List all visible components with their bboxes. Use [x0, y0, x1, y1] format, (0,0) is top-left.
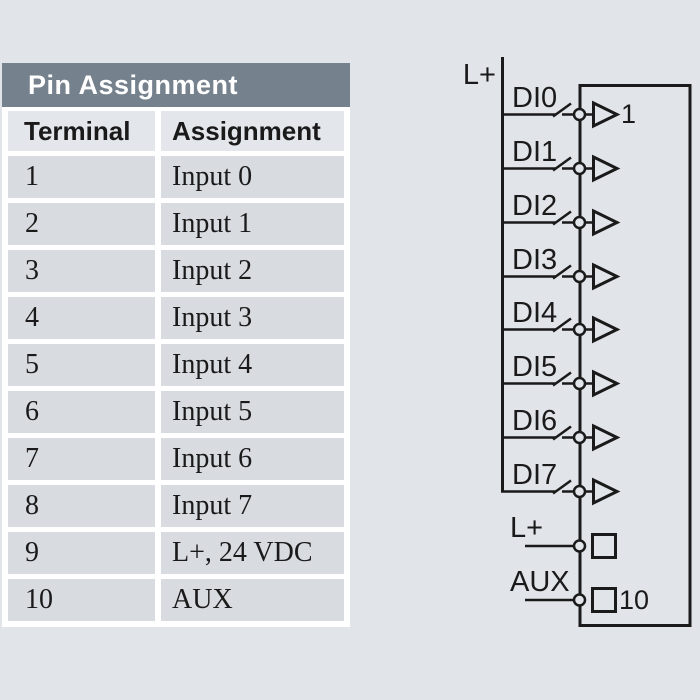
buffer-triangle-icon: [592, 477, 621, 506]
column-header-assignment: Assignment: [161, 111, 344, 151]
table-cell-terminal: 1: [8, 156, 155, 198]
table-cell-assignment: Input 6: [161, 438, 344, 480]
column-header-terminal: Terminal: [8, 111, 155, 151]
switch-blade-icon: [552, 156, 572, 172]
channel-label-di2: DI2: [512, 190, 558, 222]
square-terminal-icon: [591, 587, 617, 613]
table-cell-assignment: Input 3: [161, 297, 344, 339]
terminal-circle: [572, 539, 587, 553]
switch-blade-icon: [552, 479, 572, 495]
table-cell-assignment: Input 2: [161, 250, 344, 292]
table-cell-assignment: Input 0: [161, 156, 344, 198]
switch-blade-icon: [552, 210, 572, 226]
terminal-circle: [572, 484, 587, 499]
channel-row-di1: [501, 154, 621, 183]
buffer-triangle-icon: [592, 154, 621, 183]
channel-row-di6: [501, 423, 621, 452]
module-box: [578, 84, 692, 627]
buffer-triangle-icon: [592, 100, 621, 129]
switch-blade-icon: [552, 102, 572, 118]
table-cell-terminal: 4: [8, 297, 155, 339]
square-terminal-icon: [591, 533, 617, 559]
power-row-lplus: [525, 533, 617, 559]
buffer-triangle-icon: [592, 208, 621, 237]
channel-label-di1: DI1: [512, 136, 558, 168]
pin-number-1: 1: [621, 99, 637, 129]
channel-row-di0: [501, 100, 621, 129]
channel-label-di6: DI6: [512, 405, 558, 437]
switch-blade-icon: [552, 317, 572, 333]
channel-label-di4: DI4: [512, 297, 558, 329]
channel-label-di0: DI0: [512, 82, 558, 114]
channel-row-di4: [501, 315, 621, 344]
table-cell-terminal: 9: [8, 532, 155, 574]
channel-row-di3: [501, 262, 621, 291]
terminal-circle: [572, 376, 587, 391]
power-label-lplus: L+: [510, 512, 544, 544]
table-cell-assignment: Input 4: [161, 344, 344, 386]
table-cell-terminal: 2: [8, 203, 155, 245]
switch-blade-icon: [552, 425, 572, 441]
power-label-aux: AUX: [510, 566, 570, 598]
buffer-triangle-icon: [592, 423, 621, 452]
pin-number-10: 10: [619, 585, 650, 615]
channel-row-di5: [501, 369, 621, 398]
terminal-circle: [572, 161, 587, 176]
buffer-triangle-icon: [592, 262, 621, 291]
channel-row-di7: [501, 477, 621, 506]
channel-label-di7: DI7: [512, 459, 558, 491]
table-cell-assignment: Input 1: [161, 203, 344, 245]
terminal-circle: [572, 593, 587, 607]
table-cell-terminal: 3: [8, 250, 155, 292]
table-cell-assignment: AUX: [161, 579, 344, 621]
table-cell-terminal: 7: [8, 438, 155, 480]
terminal-circle: [572, 215, 587, 230]
table-cell-terminal: 6: [8, 391, 155, 433]
table-cell-assignment: Input 5: [161, 391, 344, 433]
buffer-triangle-icon: [592, 315, 621, 344]
switch-blade-icon: [552, 264, 572, 280]
channel-label-di3: DI3: [512, 244, 558, 276]
terminal-circle: [572, 430, 587, 445]
terminal-circle: [572, 269, 587, 284]
channel-label-di5: DI5: [512, 351, 558, 383]
table-cell-assignment: Input 7: [161, 485, 344, 527]
table-cell-terminal: 5: [8, 344, 155, 386]
power-row-aux: [525, 587, 617, 613]
table-cell-terminal: 8: [8, 485, 155, 527]
table-grid: Terminal Assignment 1 Input 0 2 Input 1 …: [8, 111, 344, 621]
table-cell-terminal: 10: [8, 579, 155, 621]
supply-top-label: L+: [462, 59, 496, 91]
channel-row-di2: [501, 208, 621, 237]
switch-blade-icon: [552, 371, 572, 387]
table-cell-assignment: L+, 24 VDC: [161, 532, 344, 574]
buffer-triangle-icon: [592, 369, 621, 398]
pin-assignment-table: Pin Assignment Terminal Assignment 1 Inp…: [2, 63, 350, 627]
terminal-circle: [572, 322, 587, 337]
table-title: Pin Assignment: [2, 63, 350, 107]
terminal-circle: [572, 107, 587, 122]
